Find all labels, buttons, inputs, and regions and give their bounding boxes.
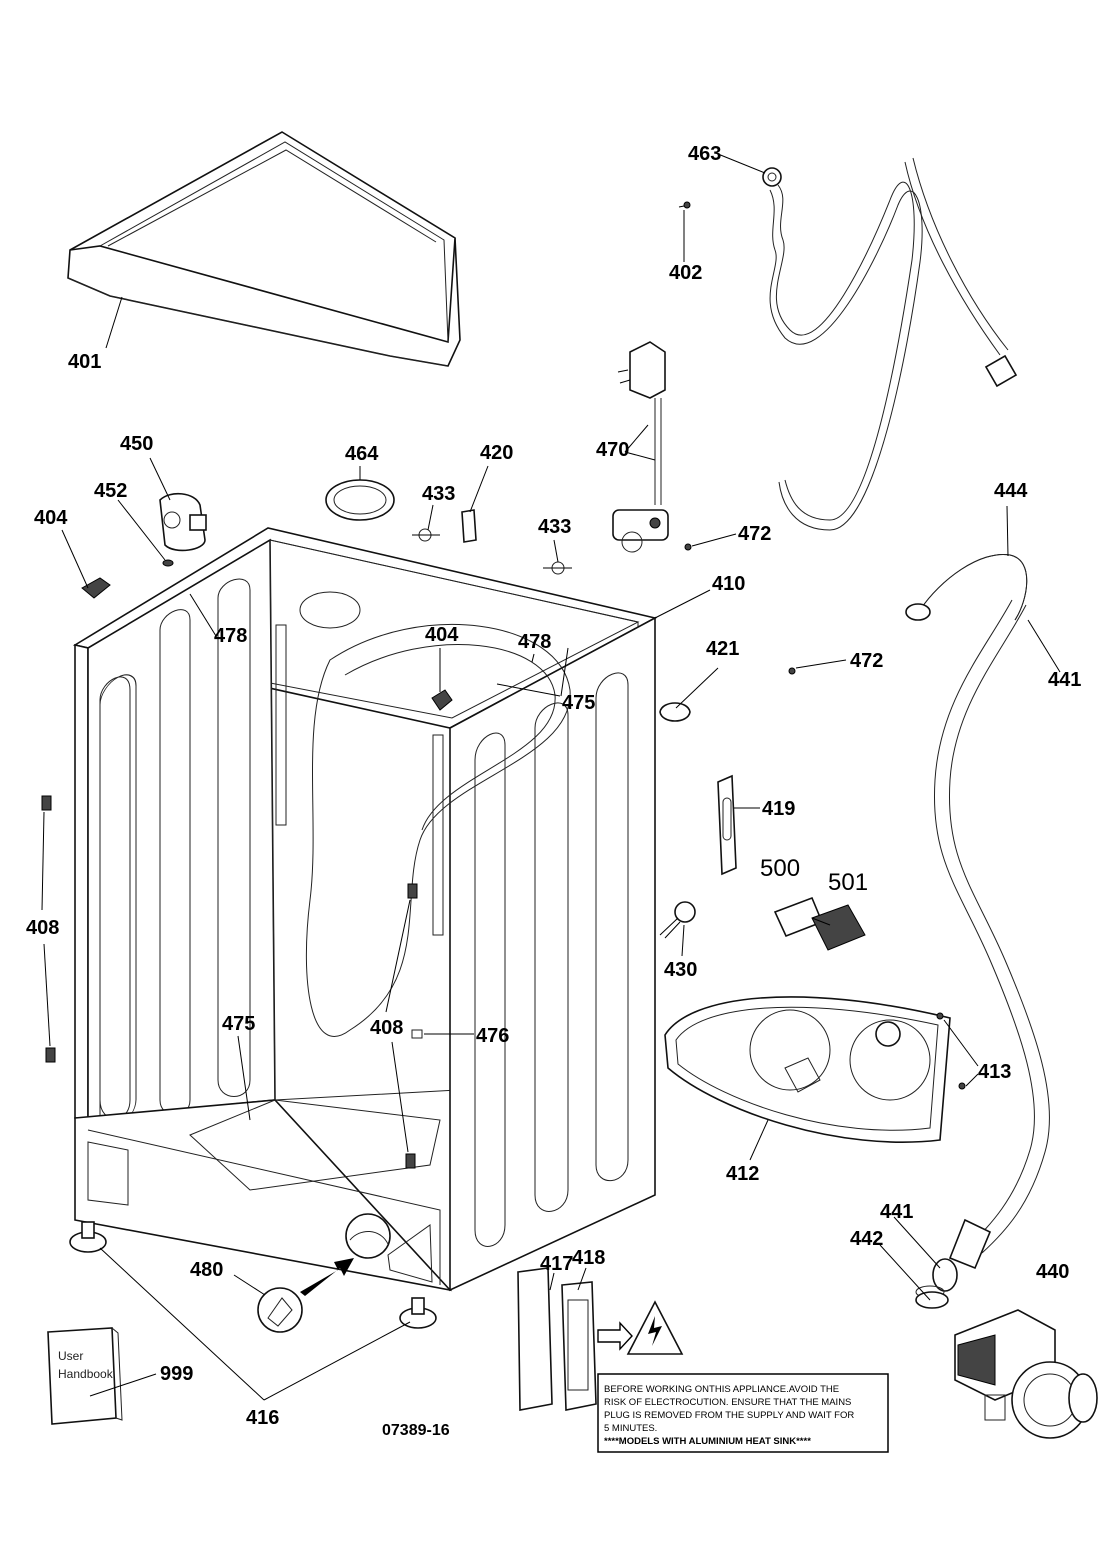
warning-box: [597, 1373, 889, 1453]
callout-500: 500: [760, 855, 800, 882]
callout-444: 444: [994, 480, 1028, 502]
callout-402: 402: [669, 262, 702, 284]
connector-clip-part: [81, 577, 111, 599]
callout-404-inner: 404: [425, 624, 459, 646]
callout-420: 420: [480, 442, 513, 464]
callout-464: 464: [345, 443, 379, 465]
inlet-hose-part: [762, 157, 1018, 531]
callout-472-top: 472: [738, 523, 771, 545]
warning-line-2: RISK OF ELECTROCUTION. ENSURE THAT THE M…: [604, 1397, 851, 1408]
callout-408-left: 408: [26, 917, 59, 939]
top-lid-part: [67, 131, 461, 367]
cabinet-part: [72, 527, 658, 1292]
callout-452: 452: [94, 480, 127, 502]
oval-cover-part: [325, 479, 395, 521]
handbook-label-line1: User: [58, 1349, 83, 1363]
callout-417: 417: [540, 1253, 573, 1275]
callout-478-right: 478: [518, 631, 551, 653]
service-hatch-cap-part: [257, 1258, 354, 1333]
callout-478-left: 478: [214, 625, 247, 647]
callout-418: 418: [572, 1247, 605, 1269]
control-board-part: [517, 1267, 684, 1411]
callout-408-inner: 408: [370, 1017, 403, 1039]
user-handbook-part: [47, 1327, 123, 1425]
drain-hose-part: [905, 553, 1050, 1299]
screw-part: [678, 201, 691, 209]
hose-clamp-part: [659, 702, 691, 722]
door-clip-parts: [41, 795, 418, 1169]
callout-441-bottom: 441: [880, 1201, 913, 1223]
bracket-clip-part: [461, 509, 477, 543]
power-plug-part: [612, 341, 669, 553]
callout-999: 999: [160, 1363, 193, 1385]
callout-430: 430: [664, 959, 697, 981]
callout-501: 501: [828, 869, 868, 896]
suppressor-part: [659, 901, 696, 939]
drain-pump-part: [954, 1309, 1098, 1439]
callout-480: 480: [190, 1259, 223, 1281]
callout-413: 413: [978, 1061, 1011, 1083]
warning-line-5: ****MODELS WITH ALUMINIUM HEAT SINK****: [604, 1436, 811, 1447]
warning-line-4: 5 MINUTES.: [604, 1423, 657, 1434]
drain-hose-clamp-part: [915, 1291, 949, 1309]
leader-lines: [41, 153, 1061, 1401]
drawing-number: 07389-16: [382, 1422, 450, 1439]
callout-433-right: 433: [538, 516, 571, 538]
pressure-switch-part: [159, 492, 207, 567]
callout-410: 410: [712, 573, 745, 595]
callout-labels: 401 402 463 450 452 404 464 433 420 433 …: [26, 143, 1081, 1429]
warning-line-1: BEFORE WORKING ONTHIS APPLIANCE.AVOID TH…: [604, 1384, 839, 1395]
callout-433-left: 433: [422, 483, 455, 505]
connector-plug-part: [773, 896, 866, 951]
handbook-label-line2: Handbook: [58, 1367, 114, 1381]
callout-450: 450: [120, 433, 153, 455]
warning-line-3: PLUG IS REMOVED FROM THE SUPPLY AND WAIT…: [604, 1410, 854, 1421]
callout-441-top: 441: [1048, 669, 1081, 691]
small-clip-part: [411, 1029, 423, 1039]
callout-401: 401: [68, 351, 101, 373]
callout-419: 419: [762, 798, 795, 820]
callout-440: 440: [1036, 1261, 1069, 1283]
callout-476: 476: [476, 1025, 509, 1047]
callout-475-left: 475: [222, 1013, 255, 1035]
mounting-bracket-part: [717, 774, 737, 876]
rear-cover-panel-part: [664, 996, 951, 1143]
callout-404-left: 404: [34, 507, 68, 529]
callout-416: 416: [246, 1407, 279, 1429]
callout-463: 463: [688, 143, 721, 165]
callout-421: 421: [706, 638, 739, 660]
callout-470: 470: [596, 439, 629, 461]
callout-442: 442: [850, 1228, 883, 1250]
callout-412: 412: [726, 1163, 759, 1185]
callout-475-right: 475: [562, 692, 595, 714]
screw-pair: [684, 543, 796, 675]
callout-472-mid: 472: [850, 650, 883, 672]
cover-screws: [936, 1012, 966, 1090]
inner-connector-part: [431, 689, 453, 711]
